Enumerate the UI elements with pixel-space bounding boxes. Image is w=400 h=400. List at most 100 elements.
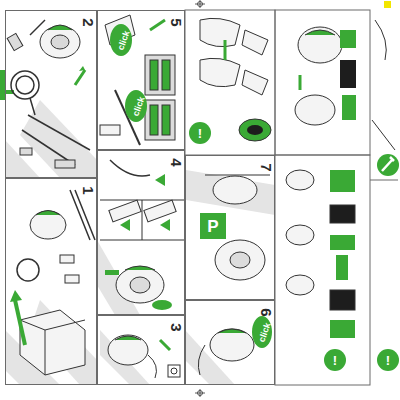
- illustration-rect: [200, 213, 226, 239]
- illustration-ellipse: [213, 176, 257, 204]
- illustration-ellipse: [252, 316, 272, 348]
- illustration-line: [200, 389, 201, 397]
- illustration-polygon: [100, 330, 150, 385]
- illustration-path: [242, 30, 268, 55]
- illustration-rect: [340, 30, 356, 48]
- illustration-path: [224, 40, 227, 60]
- illustration-ellipse: [130, 277, 150, 293]
- illustration-circle: [171, 368, 177, 374]
- illustration-g: [17, 190, 95, 375]
- step-number: 2: [80, 18, 95, 26]
- illustration-path: [242, 70, 268, 95]
- illustration-line: [70, 190, 90, 240]
- info-symbol: !: [333, 354, 337, 367]
- illustration-rect: [340, 60, 356, 88]
- illustration-ellipse: [125, 90, 147, 122]
- step-panel: 5: [97, 10, 185, 150]
- illustration-g: [286, 170, 355, 310]
- illustration-g: [295, 27, 342, 125]
- illustration-rect: [150, 60, 158, 90]
- illustration-ellipse: [110, 24, 132, 56]
- illustration-g: [11, 20, 90, 165]
- illustration-line: [45, 330, 46, 375]
- illustration-path: [79, 66, 85, 71]
- illustration-rect: [185, 10, 275, 155]
- step-panel: 4: [97, 150, 185, 315]
- illustration-path: [299, 75, 302, 90]
- illustration-rect: [275, 155, 370, 385]
- step-number: 6: [258, 308, 273, 316]
- illustration-g: [198, 329, 254, 375]
- illustration-ellipse: [215, 240, 265, 280]
- illustration-rect: [168, 365, 180, 377]
- illustration-rect: [145, 55, 175, 95]
- illustration-g: [225, 40, 271, 141]
- illustration-path: [375, 20, 386, 60]
- illustration-line: [200, 0, 201, 8]
- illustration-ellipse: [298, 27, 342, 63]
- illustration-g: [7, 33, 75, 168]
- illustration-ellipse: [239, 119, 271, 141]
- illustration-circle: [189, 122, 211, 144]
- illustration-path: [218, 329, 246, 333]
- illustration-path: [150, 20, 165, 30]
- illustration-ellipse: [286, 225, 314, 245]
- illustration-line: [370, 180, 398, 181]
- illustration-ellipse: [152, 300, 172, 310]
- illustration-g: [100, 15, 175, 145]
- illustration-rect: [65, 275, 79, 283]
- info-symbol: !: [198, 127, 202, 140]
- illustration-path: [200, 58, 240, 86]
- illustration-ellipse: [116, 267, 164, 303]
- step-number: 4: [168, 158, 183, 166]
- illustration-ellipse: [295, 95, 335, 125]
- illustration-path: [200, 18, 240, 46]
- illustration-path: [10, 290, 22, 302]
- illustration-g: [105, 174, 172, 310]
- illustration-rect: [55, 160, 75, 168]
- illustration-path: [372, 120, 395, 150]
- illustration-rect: [100, 125, 120, 135]
- illustration-rect: [7, 33, 23, 50]
- illustration-ellipse: [230, 252, 250, 268]
- illustration-rect: [342, 95, 356, 120]
- illustration-path: [198, 345, 205, 375]
- illustration-path: [48, 25, 72, 30]
- illustration-ellipse: [210, 329, 254, 361]
- illustration-path: [115, 336, 141, 340]
- illustration-rect: [330, 320, 355, 338]
- illustration-circle: [11, 71, 39, 99]
- illustration-line: [28, 115, 90, 150]
- step-panel: 6: [185, 300, 275, 385]
- illustration-rect: [144, 200, 176, 222]
- step-number: 1: [80, 186, 95, 194]
- illustration-path: [120, 219, 130, 231]
- illustration-line: [142, 200, 143, 240]
- illustration-ellipse: [51, 35, 69, 49]
- illustration-circle: [377, 154, 399, 176]
- illustration-ellipse: [108, 335, 148, 365]
- illustration-path: [160, 219, 170, 231]
- illustration-rect: [162, 60, 170, 90]
- illustration-rect: [105, 270, 119, 275]
- illustration-line: [205, 175, 270, 176]
- illustration-g: [40, 25, 80, 58]
- info-symbol: !: [386, 354, 390, 367]
- illustration-path: [155, 174, 165, 186]
- illustration-g: [200, 18, 268, 95]
- illustration-g: [185, 10, 398, 385]
- illustration-rect: [330, 290, 355, 310]
- illustration-circle: [16, 76, 34, 94]
- illustration-rect: [145, 100, 175, 140]
- illustration-ellipse: [247, 125, 263, 135]
- illustration-ellipse: [40, 26, 80, 58]
- illustration-circle: [17, 259, 39, 281]
- illustration-circle: [324, 349, 346, 371]
- parking-symbol: P: [207, 218, 218, 235]
- illustration-g: [100, 160, 185, 303]
- illustration-path: [20, 310, 85, 375]
- illustration-path: [30, 98, 35, 115]
- step-number: 7: [258, 163, 273, 171]
